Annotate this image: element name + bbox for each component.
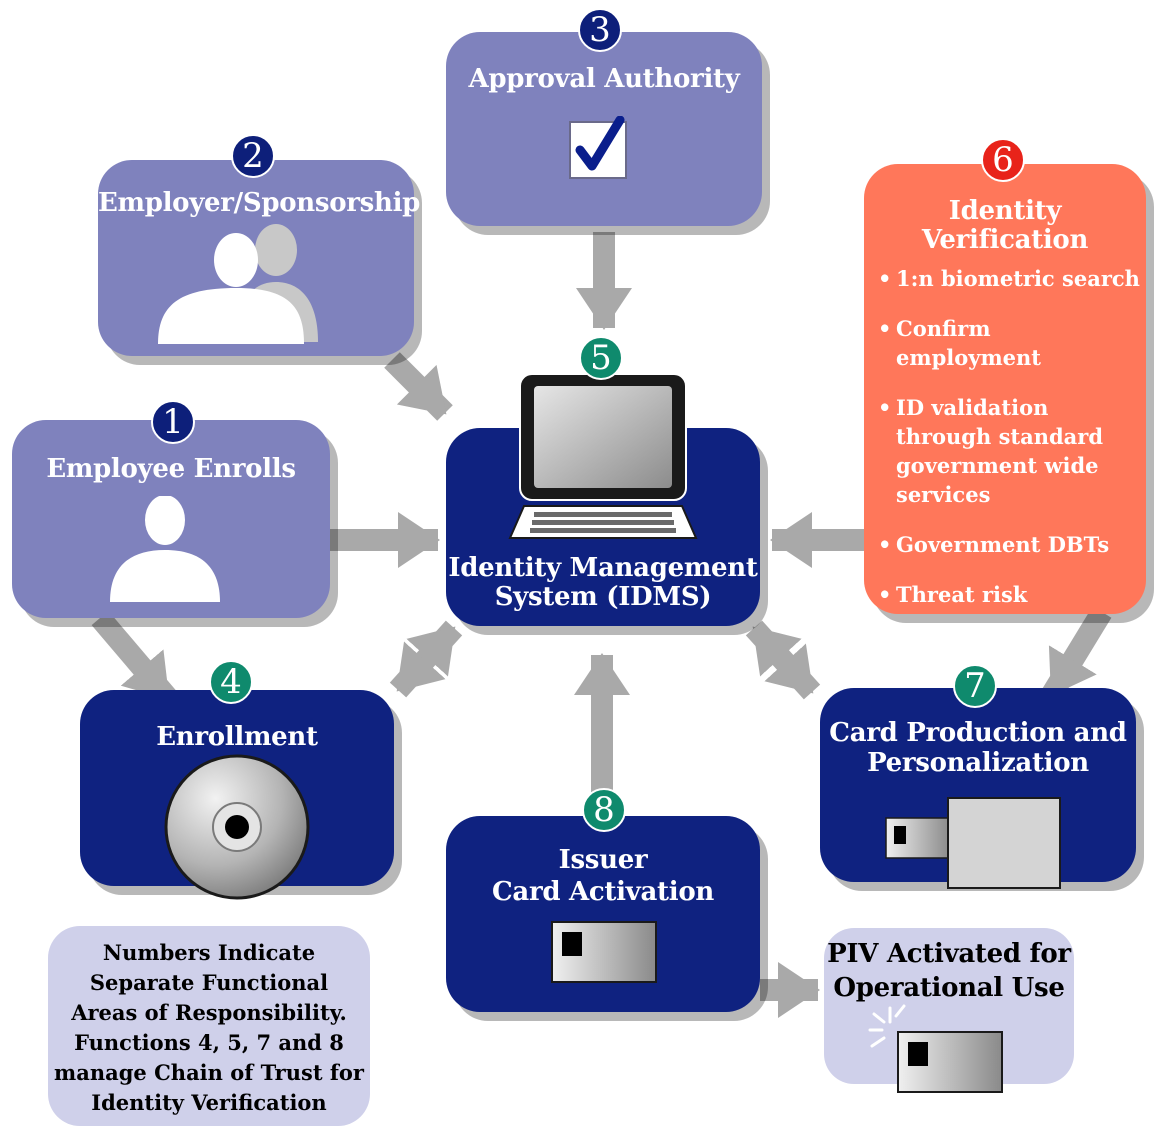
people-icon (158, 224, 318, 344)
employer-sponsorship-box: Employer/Sponsorship (98, 160, 421, 356)
arrow-employer-to-idms (384, 352, 453, 421)
list-item: ID validation through standard governmen… (878, 393, 1142, 509)
card-printer-icon (885, 797, 1061, 889)
employee-enrolls-box: Employee Enrolls (12, 420, 330, 618)
idms-title-line-2: System (IDMS) (494, 582, 712, 612)
arrow-verification-to-card-production (1042, 606, 1112, 700)
activated-card-icon (868, 1004, 1003, 1093)
badge-number: 6 (981, 138, 1025, 182)
identity-verification-title-line-2: Verification (921, 225, 1089, 255)
approval-authority-title: Approval Authority (468, 64, 740, 94)
arrow-employee-to-enrollment (91, 610, 177, 706)
person-icon (110, 496, 220, 602)
identity-verification-list: 1:n biometric search Confirm employment … (878, 264, 1142, 630)
badge-number: 2 (231, 134, 275, 178)
employee-enrolls-title: Employee Enrolls (46, 454, 296, 484)
piv-activated-box: PIV Activated for Operational Use (824, 928, 1074, 1093)
laptop-icon (508, 373, 698, 539)
badge-number: 3 (578, 8, 622, 52)
list-item: 1:n biometric search (878, 264, 1142, 293)
card-production-box: Card Production and Personalization (820, 688, 1136, 889)
enrollment-title: Enrollment (156, 722, 318, 752)
list-item: Government DBTs (878, 530, 1142, 559)
badge-number: 4 (209, 660, 253, 704)
identity-verification-box: Identity Verification 1:n biometric sear… (864, 164, 1146, 614)
issuer-card-activation-title-line-2: Card Activation (492, 877, 714, 907)
card-production-title-line-2: Personalization (867, 748, 1089, 778)
arrow-idms-enrollment (389, 620, 463, 698)
issuer-card-activation-box: Issuer Card Activation (446, 816, 760, 1012)
badge-number: 1 (151, 400, 195, 444)
enrollment-box: Enrollment (80, 690, 394, 900)
badge-number: 5 (579, 336, 623, 380)
piv-activated-title-line-1: PIV Activated for (827, 939, 1071, 969)
legend-note-box: Numbers Indicate Separate Functional Are… (48, 926, 370, 1126)
issuer-card-activation-title-line-1: Issuer (558, 845, 648, 875)
checkbox-icon (569, 116, 627, 179)
legend-note-text: Numbers Indicate Separate Functional Are… (54, 940, 364, 1115)
idms-title-line-1: Identity Management (448, 553, 758, 583)
smart-card-icon (551, 921, 657, 983)
badge-number: 8 (582, 788, 626, 832)
approval-authority-box: Approval Authority (446, 32, 762, 226)
list-item: Confirm employment (878, 314, 1142, 372)
identity-verification-title-line-1: Identity (948, 196, 1062, 226)
badge-number: 7 (953, 664, 997, 708)
employer-sponsorship-title: Employer/Sponsorship (98, 188, 421, 218)
cd-icon (164, 754, 310, 900)
card-production-title-line-1: Card Production and (829, 718, 1127, 748)
piv-activated-title-line-2: Operational Use (833, 973, 1065, 1003)
arrow-idms-card-production (745, 620, 821, 700)
list-item: Threat risk (878, 580, 1142, 609)
